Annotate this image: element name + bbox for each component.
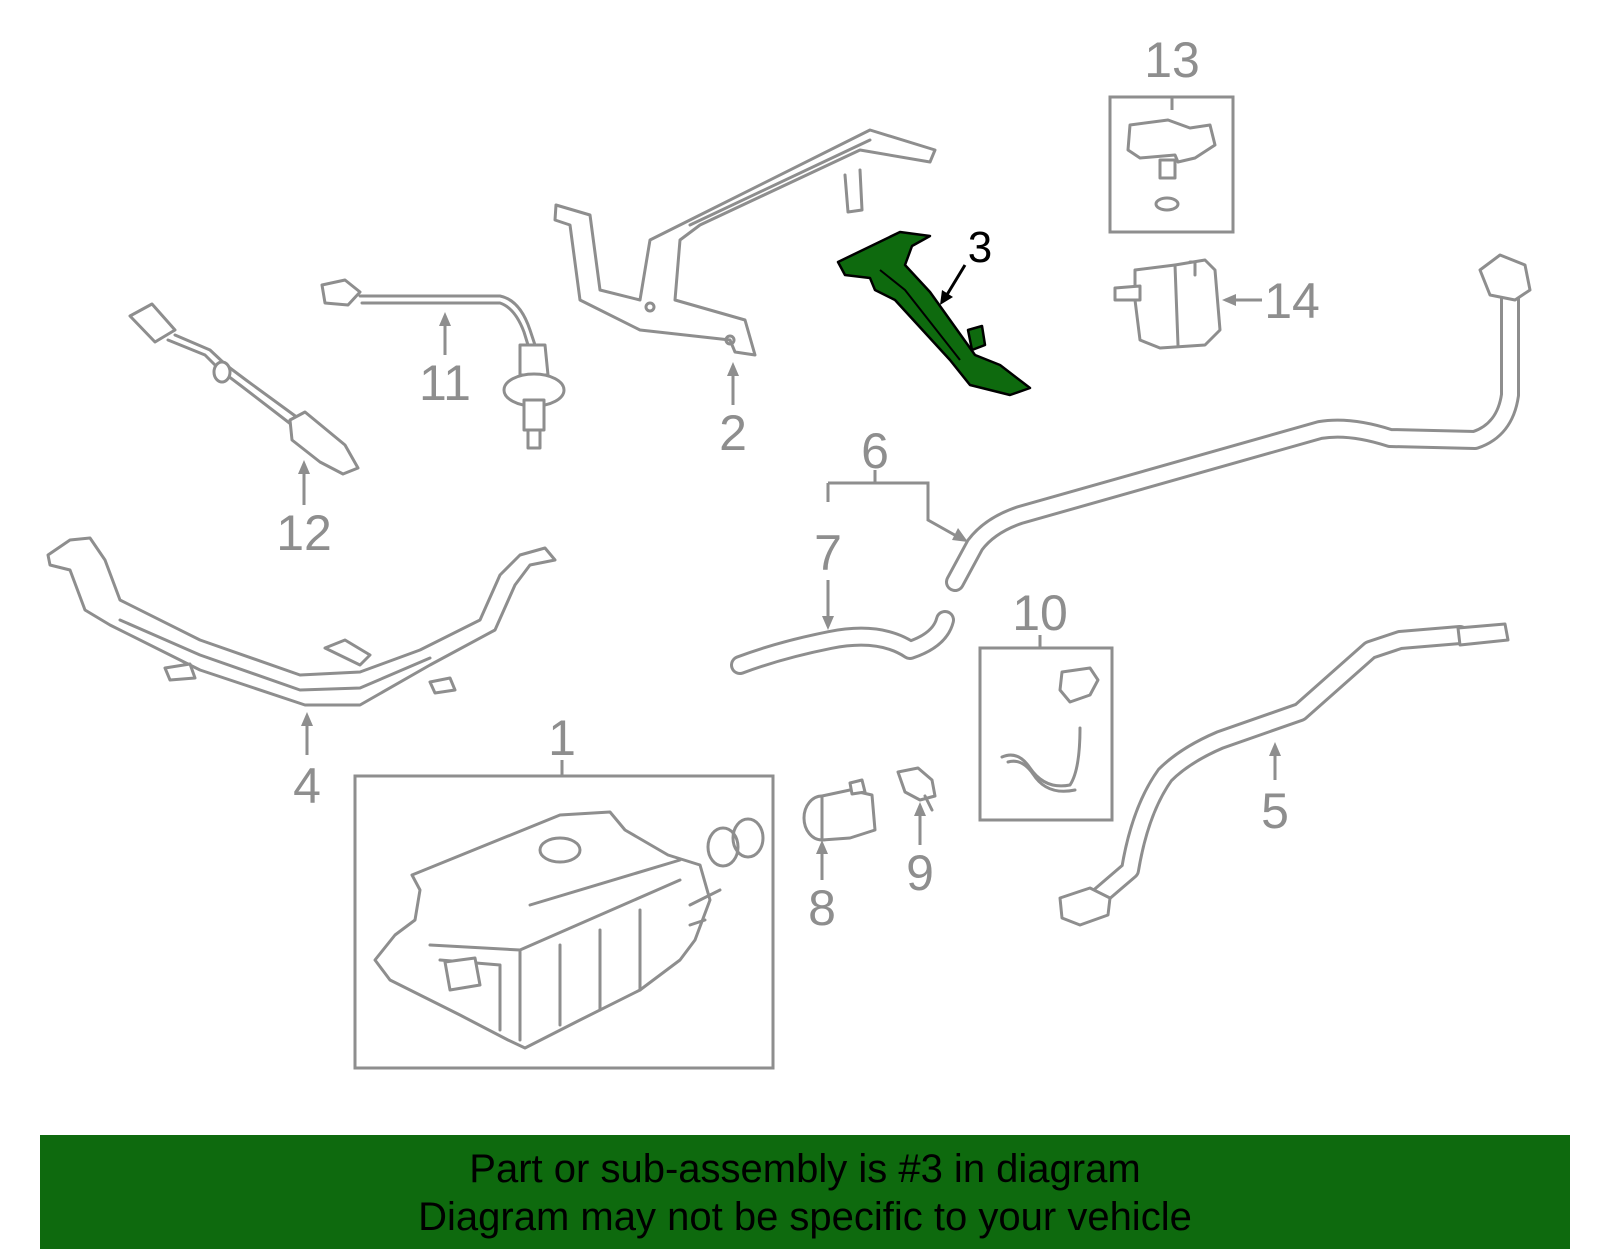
info-banner: Part or sub-assembly is #3 in diagram Di… [40, 1135, 1570, 1249]
callout-1[interactable]: 1 [548, 710, 576, 766]
part-1-canister-box[interactable] [353, 760, 775, 1070]
callout-10[interactable]: 10 [1012, 585, 1068, 641]
part-10-cap-box[interactable] [978, 635, 1114, 822]
part-12-oxygen-sensor[interactable] [128, 302, 360, 476]
callout-14[interactable]: 14 [1264, 273, 1320, 329]
banner-line-2: Diagram may not be specific to your vehi… [418, 1195, 1192, 1239]
callout-11[interactable]: 11 [419, 355, 471, 411]
callout-12[interactable]: 12 [276, 505, 332, 561]
callout-4[interactable]: 4 [293, 758, 321, 814]
part-5-hose[interactable] [1058, 622, 1510, 927]
part-2-bracket[interactable] [553, 128, 937, 357]
part-11-oxygen-sensor[interactable] [320, 278, 566, 450]
callout-8[interactable]: 8 [808, 880, 836, 936]
part-14-solenoid[interactable] [1113, 258, 1262, 350]
part-6-hose[interactable] [945, 253, 1532, 592]
part-4-bracket[interactable] [46, 536, 557, 707]
callout-2[interactable]: 2 [719, 405, 747, 461]
callout-3[interactable]: 3 [968, 223, 992, 272]
callout-5[interactable]: 5 [1261, 783, 1289, 839]
callout-9[interactable]: 9 [906, 845, 934, 901]
callout-13[interactable]: 13 [1144, 32, 1200, 88]
part-9-clip[interactable] [896, 766, 937, 812]
callout-6-7-leaders [822, 470, 968, 630]
parts-diagram: 1 2 3 4 5 6 7 8 9 10 11 12 13 14 [46, 32, 1532, 1070]
part-8-valve[interactable] [802, 778, 877, 842]
part-7-hose[interactable] [730, 610, 955, 675]
callout-7[interactable]: 7 [814, 525, 842, 581]
part-3-bracket-highlighted[interactable] [836, 230, 1032, 397]
banner-line-1: Part or sub-assembly is #3 in diagram [469, 1147, 1141, 1191]
callout-leaders [298, 264, 1281, 880]
callout-6[interactable]: 6 [861, 423, 889, 479]
part-13-sensor-box[interactable] [1108, 95, 1235, 234]
